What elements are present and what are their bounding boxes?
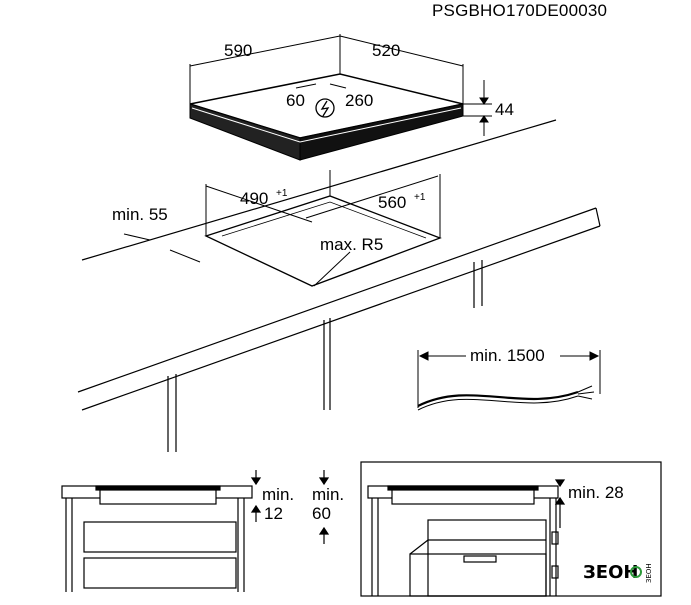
worktop-drawing	[77, 119, 601, 452]
hob-height-label: 44	[495, 100, 514, 119]
power-icon	[315, 98, 335, 118]
clearance-left-value-a: 12	[264, 504, 283, 523]
hob-depth-label: 520	[372, 41, 400, 60]
clearance-right-label: min. 28	[568, 483, 624, 502]
edge-distance-label: min. 55	[112, 205, 168, 224]
radius-label: max. R5	[320, 235, 383, 254]
cutout-depth-tol: +1	[414, 192, 426, 203]
cutout-depth-label: 560	[378, 193, 406, 212]
cable-drawing	[417, 350, 601, 411]
cutout-dimensions	[123, 170, 441, 287]
hob-width-label: 590	[224, 41, 252, 60]
svg-text:ЗЕОН: ЗЕОН	[583, 562, 638, 583]
right-section-drawing	[360, 461, 662, 597]
conn-left-label: 60	[286, 91, 305, 110]
cutout-width-label: 490	[240, 189, 268, 208]
cable-length-label: min. 1500	[470, 346, 545, 365]
model-code: PSGBHO170DE00030	[432, 1, 607, 20]
hob-dimensions	[189, 34, 492, 136]
clearance-left-label-a: min.	[262, 485, 294, 504]
left-section-drawing	[61, 470, 330, 592]
svg-text:ЗЕОН: ЗЕОН	[645, 563, 653, 583]
clearance-left-label-b: min.	[312, 485, 344, 504]
clearance-left-value-b: 60	[312, 504, 331, 523]
brand-logo: ЗЕОН ЗЕОН	[583, 562, 653, 583]
cutout-width-tol: +1	[276, 188, 288, 199]
conn-right-label: 260	[345, 91, 373, 110]
